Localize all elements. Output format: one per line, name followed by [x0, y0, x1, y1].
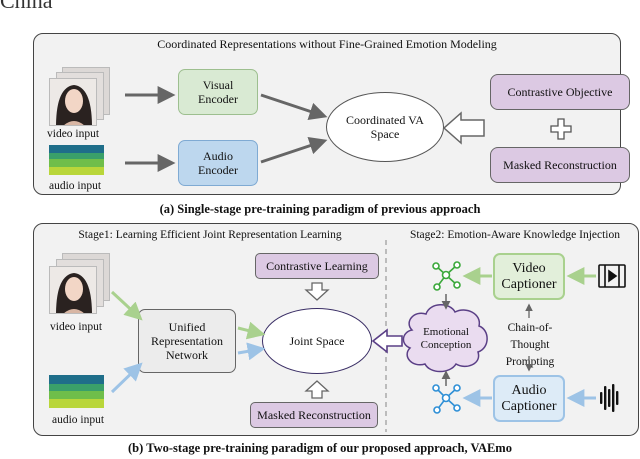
joint-space: Joint Space — [262, 308, 372, 374]
hollow-arrow-emotion-to-joint — [371, 328, 403, 354]
contrastive-learning: Contrastive Learning — [255, 253, 379, 279]
arrow-urn-green — [237, 321, 266, 340]
spectrogram-bottom — [49, 375, 104, 408]
bottom-audio-label: audio input — [52, 414, 105, 426]
video-frame-front-b — [49, 266, 97, 314]
video-captioner: Video Captioner — [493, 253, 565, 300]
film-icon — [598, 264, 626, 288]
stage2-label: Stage2: Emotion-Aware Knowledge Injectio… — [409, 229, 621, 241]
top-caption: (a) Single-stage pre-training paradigm o… — [159, 202, 481, 216]
masked-reconstruction-bottom: Masked Reconstruction — [250, 402, 378, 428]
unified-representation-network: Unified Representation Network — [138, 309, 236, 373]
arrow-visual-to-space — [260, 93, 328, 120]
emotional-conception-cloud — [402, 304, 488, 373]
bottom-video-label: video input — [50, 321, 103, 333]
arrow-audio-to-urn — [110, 362, 143, 394]
audio-captioner: Audio Captioner — [493, 375, 565, 422]
hollow-arrow-contrastive-down — [304, 282, 330, 301]
arrow-video-to-urn — [110, 290, 143, 321]
top-audio-label: audio input — [49, 180, 102, 192]
arrow-urn-blue — [237, 342, 266, 361]
bottom-caption: (b) Two-stage pre-training paradigm of o… — [128, 441, 512, 455]
spectrogram-top — [49, 145, 104, 175]
hollow-arrow-masked-up — [304, 380, 330, 399]
emotional-conception-label: Emotional Conception — [420, 326, 472, 351]
hollow-arrow-objectives-to-space — [442, 111, 485, 145]
header-fragment: China — [0, 0, 53, 13]
cot-label: Chain-of-Thought Prompting — [505, 322, 555, 368]
top-title: Coordinated Representations without Fine… — [157, 37, 497, 51]
joint-space-label: Joint Space — [289, 333, 345, 348]
coordinated-space-label: Coordinated VA Space — [346, 113, 424, 141]
video-frame-front — [49, 78, 97, 126]
masked-reconstruction-top: Masked Reconstruction — [490, 147, 630, 183]
arrow-audio-to-space — [260, 137, 328, 164]
audio-wave-icon — [600, 384, 619, 412]
plus-icon — [550, 118, 572, 140]
contrastive-objective: Contrastive Objective — [490, 74, 630, 110]
network-icon-green — [432, 261, 461, 291]
stage1-label: Stage1: Learning Efficient Joint Represe… — [78, 229, 342, 241]
coordinated-space: Coordinated VA Space — [326, 92, 444, 162]
audio-encoder: Audio Encoder — [178, 140, 258, 186]
top-video-label: video input — [47, 128, 100, 140]
visual-encoder: Visual Encoder — [178, 69, 258, 115]
network-icon-blue — [432, 384, 461, 414]
